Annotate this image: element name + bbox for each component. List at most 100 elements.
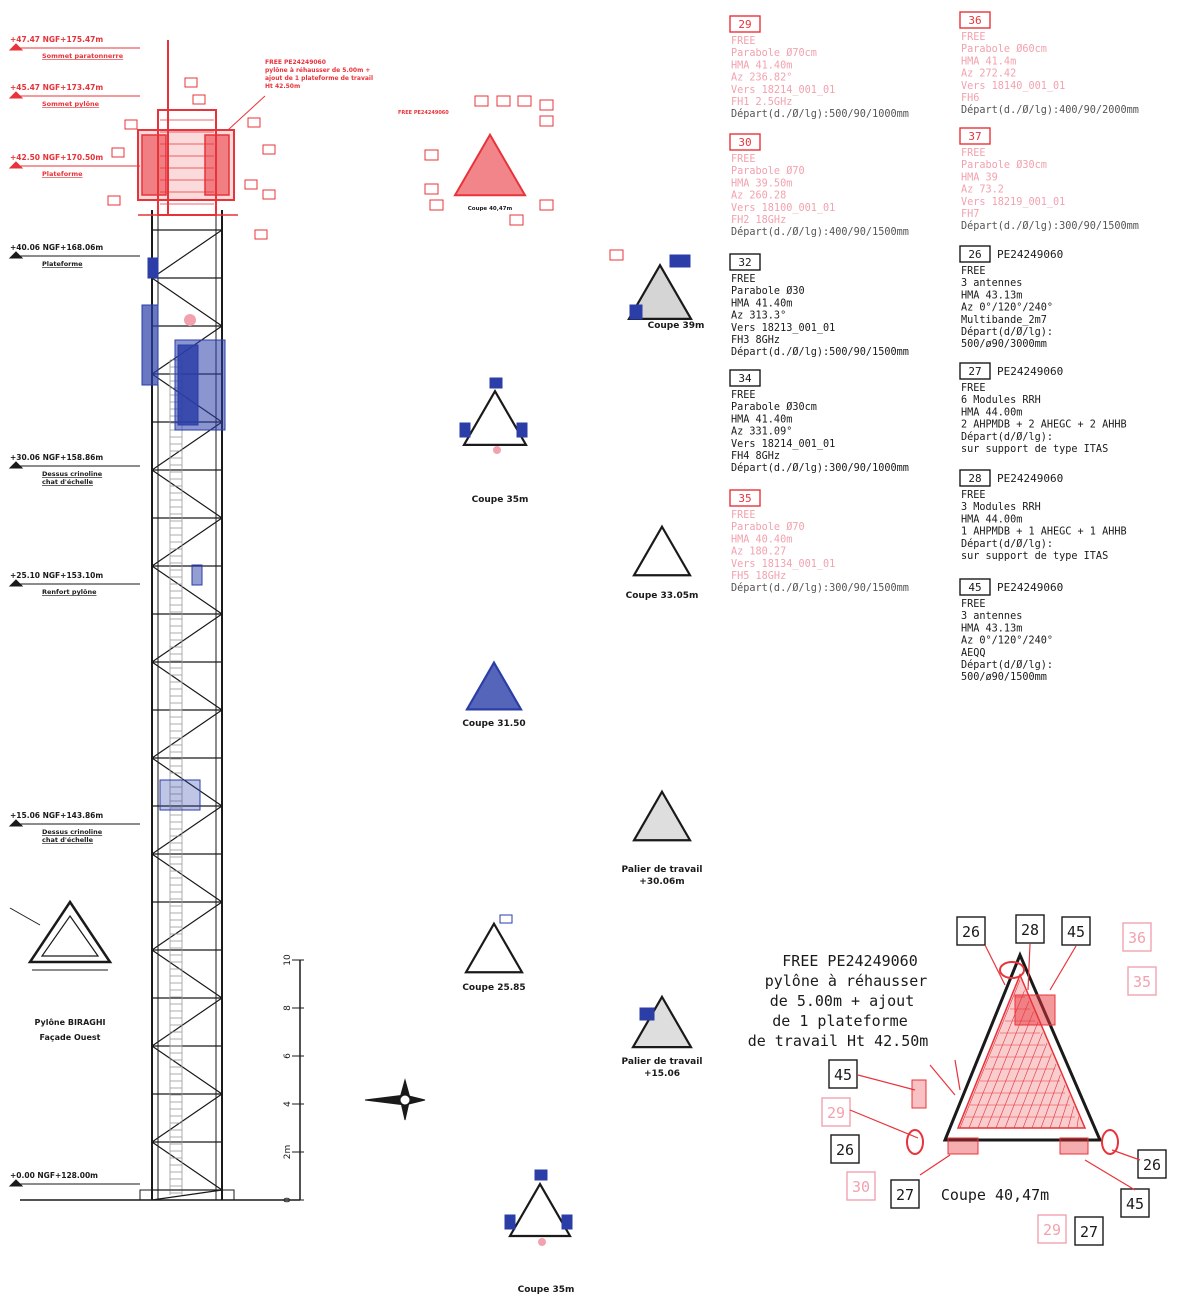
- detail-hatch: [1058, 1095, 1070, 1129]
- equipment-id: 37: [968, 130, 981, 143]
- tag-box: [192, 94, 206, 105]
- equipment-line: FREE: [961, 383, 986, 394]
- equipment-line: Parabole Ø70: [731, 165, 805, 177]
- antenna-blue: [499, 914, 513, 924]
- section-label: Palier de travail: [622, 1057, 703, 1067]
- equipment-line: Départ(d./Ø/lg):300/90/1500mm: [961, 220, 1139, 232]
- equipment-line: FH4 8GHz: [731, 451, 780, 462]
- rrh-support: [947, 1137, 979, 1155]
- equipment-line: Az 236.82°: [731, 73, 792, 84]
- equipment-line: Départ(d/Ø/lg):: [961, 431, 1053, 443]
- elevation-caption: Plateforme: [42, 170, 83, 178]
- tower-brace-diagonal: [151, 565, 223, 615]
- tower-brace-diagonal: [151, 901, 223, 951]
- detail-hatch: [1031, 1063, 1057, 1129]
- detail-tag-label: 45: [834, 1066, 852, 1084]
- equipment-line: HMA 44.00m: [961, 407, 1022, 418]
- tag-box: [496, 95, 511, 107]
- equipment-line: FH3 8GHz: [731, 335, 780, 346]
- leader-arrow: [1049, 945, 1077, 991]
- equipment-line: HMA 41.40m: [731, 414, 792, 425]
- equipment-line: Départ(d./Ø/lg):300/90/1000mm: [731, 462, 909, 474]
- scale-tick-label: 4: [283, 1101, 293, 1107]
- leader-arrow: [984, 944, 1006, 986]
- detail-tag-box: [1037, 1214, 1067, 1244]
- detail-tag-label: 36: [1128, 929, 1146, 947]
- north-arrow-star: [364, 1094, 426, 1106]
- tower-brace-diagonal: [151, 853, 223, 903]
- scale-tick-label: 8: [283, 1005, 293, 1011]
- pink-marker: [538, 1238, 546, 1246]
- equipment-line: Vers 18100_001_01: [731, 203, 835, 214]
- section-triangle: [631, 994, 693, 1049]
- equipment-line: FH2 18GHz: [731, 215, 786, 226]
- detail-tag-box: [821, 1097, 851, 1127]
- tower-extension-red: [137, 40, 238, 216]
- detail-hatch: [995, 1021, 1039, 1129]
- equipment-ref: PE24249060: [997, 472, 1063, 485]
- antenna-blue: [629, 304, 643, 320]
- tag-box: [609, 249, 624, 261]
- equipment-id: 35: [738, 492, 751, 505]
- equipment-line: Vers 18213_001_01: [731, 323, 835, 334]
- equipment-line: FREE: [961, 599, 986, 610]
- equipment-line: Parabole Ø60cm: [961, 43, 1047, 55]
- scale-tick-label: 10: [283, 954, 293, 966]
- detail-tag-box: [1015, 914, 1045, 944]
- elevation-caption: Sommet paratonnerre: [42, 52, 124, 60]
- elevation-caption: Renfort pylône: [42, 588, 97, 596]
- scale-tick-label: 6: [283, 1053, 293, 1059]
- elevation-value: +42.50 NGF+170.50m: [10, 153, 103, 162]
- tag-box: [517, 95, 532, 107]
- leader-arrow: [919, 1154, 951, 1176]
- section-label: Palier de travail: [622, 865, 703, 875]
- equipment-id: 36: [968, 14, 981, 27]
- antenna-blue: [669, 254, 691, 268]
- equipment-line: HMA 43.13m: [961, 290, 1022, 301]
- equipment-line: FREE: [961, 266, 986, 277]
- equipment-line: HMA 39.50m: [731, 178, 792, 189]
- tag-box: [262, 189, 276, 200]
- equipment-line: Parabole Ø30cm: [731, 401, 817, 413]
- tag-box: [107, 195, 121, 206]
- small-note-leader: [227, 95, 266, 131]
- equipment-line: Az 331.09°: [731, 427, 792, 438]
- scale-tick-label: 2m: [283, 1145, 293, 1160]
- equipment-id: 45: [968, 581, 981, 594]
- equipment-line: 2 AHPMDB + 2 AHEGC + 2 AHHB: [961, 420, 1127, 431]
- tag-box: [424, 149, 439, 161]
- tower-brace-diagonal: [151, 1093, 223, 1143]
- equipment-id-box: [959, 469, 991, 487]
- small-note-line: pylône à réhausser de 5.00m +: [265, 67, 370, 74]
- section-triangle: [464, 921, 524, 974]
- dish: [911, 1079, 927, 1109]
- elevation-value: +30.06 NGF+158.86m: [10, 453, 103, 462]
- detail-tag-label: 27: [896, 1186, 914, 1204]
- equipment-id-box: [729, 489, 761, 507]
- equipment-line: Az 272.42: [961, 69, 1016, 80]
- leader-arrow: [954, 1059, 961, 1091]
- detail-hatch: [959, 979, 1021, 1129]
- equipment-line: Vers 18214_001_01: [731, 85, 835, 96]
- dish-blue: [191, 564, 203, 586]
- detail-note-line: pylône à réhausser: [765, 972, 928, 990]
- leader-arrow: [857, 1074, 916, 1091]
- detail-tag-label: 29: [827, 1104, 845, 1122]
- antenna-blue: [639, 1007, 655, 1021]
- equipment-line: Parabole Ø30cm: [961, 159, 1047, 171]
- tag-box: [247, 117, 261, 128]
- elevation-value: +25.10 NGF+153.10m: [10, 571, 103, 580]
- equipment-id-box: [729, 369, 761, 387]
- equipment-line: HMA 43.13m: [961, 623, 1022, 634]
- tag-box: [254, 229, 268, 240]
- tower-brace-diagonal: [151, 757, 223, 807]
